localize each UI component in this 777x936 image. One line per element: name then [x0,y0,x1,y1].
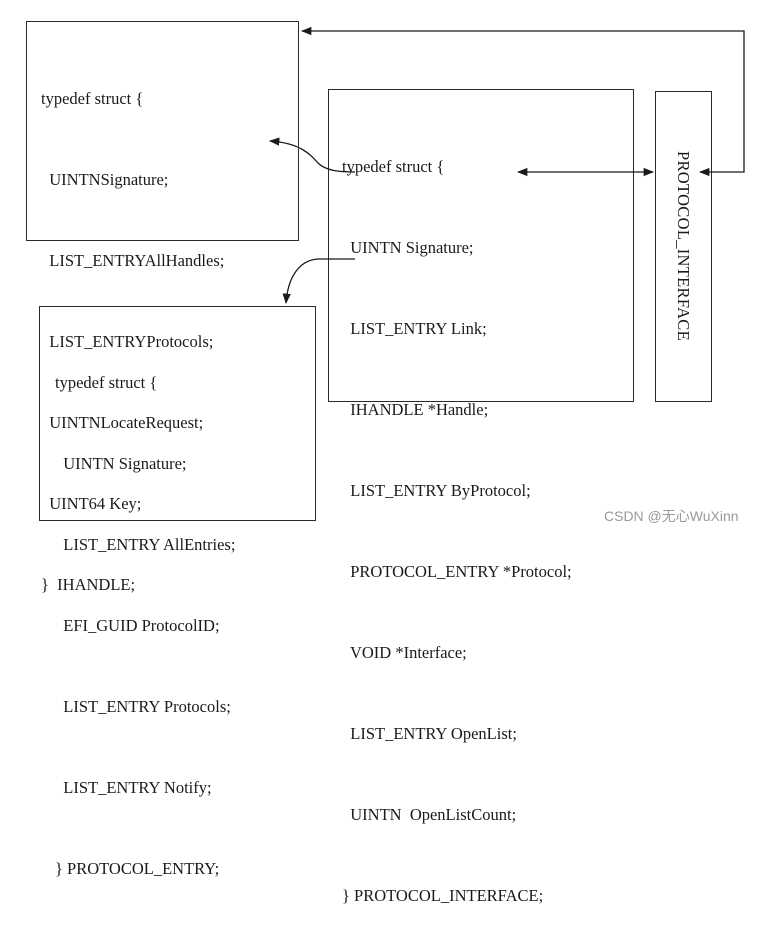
ihandle-struct-code: typedef struct { UINTNSignature; LIST_EN… [41,31,224,625]
pi-line-signature: UINTN Signature; [342,238,474,257]
connector-arrows [268,26,745,305]
pi-line-byprotocol: LIST_ENTRY ByProtocol; [342,481,531,500]
arrow-protocol-entry [282,258,355,305]
pe-line-typedef: typedef struct { [55,373,158,392]
ihandle-line-signature: UINTNSignature; [41,170,169,189]
pi-line-interface: VOID *Interface; [342,643,467,662]
ihandle-struct-box [26,21,299,241]
pi-line-close: } PROTOCOL_INTERFACE; [342,886,544,905]
arrow-label-ihandle [300,26,745,177]
watermark-text: CSDN @无心WuXinn [604,508,739,524]
pe-line-close: } PROTOCOL_ENTRY; [55,859,220,878]
ihandle-line-locaterequest: UINTNLocateRequest; [41,413,204,432]
pe-line-protocolid: EFI_GUID ProtocolID; [55,616,220,635]
arrow-protocols-link [268,137,356,173]
ihandle-line-protocols: LIST_ENTRYProtocols; [41,332,214,351]
pe-line-signature: UINTN Signature; [55,454,187,473]
pe-line-allentries: LIST_ENTRY AllEntries; [55,535,236,554]
pi-line-openlist: LIST_ENTRY OpenList; [342,724,517,743]
pe-line-notify: LIST_ENTRY Notify; [55,778,212,797]
ihandle-line-key: UINT64 Key; [41,494,142,513]
pe-line-protocols: LIST_ENTRY Protocols; [55,697,231,716]
pi-line-handle: IHANDLE *Handle; [342,400,489,419]
pi-line-protocol: PROTOCOL_ENTRY *Protocol; [342,562,572,581]
protocol-entry-struct-box [39,306,316,521]
ihandle-line-typedef: typedef struct { [41,89,144,108]
ihandle-line-allhandles: LIST_ENTRYAllHandles; [41,251,225,270]
pi-line-openlistcount: UINTN OpenListCount; [342,805,517,824]
pi-line-link: LIST_ENTRY Link; [342,319,487,338]
